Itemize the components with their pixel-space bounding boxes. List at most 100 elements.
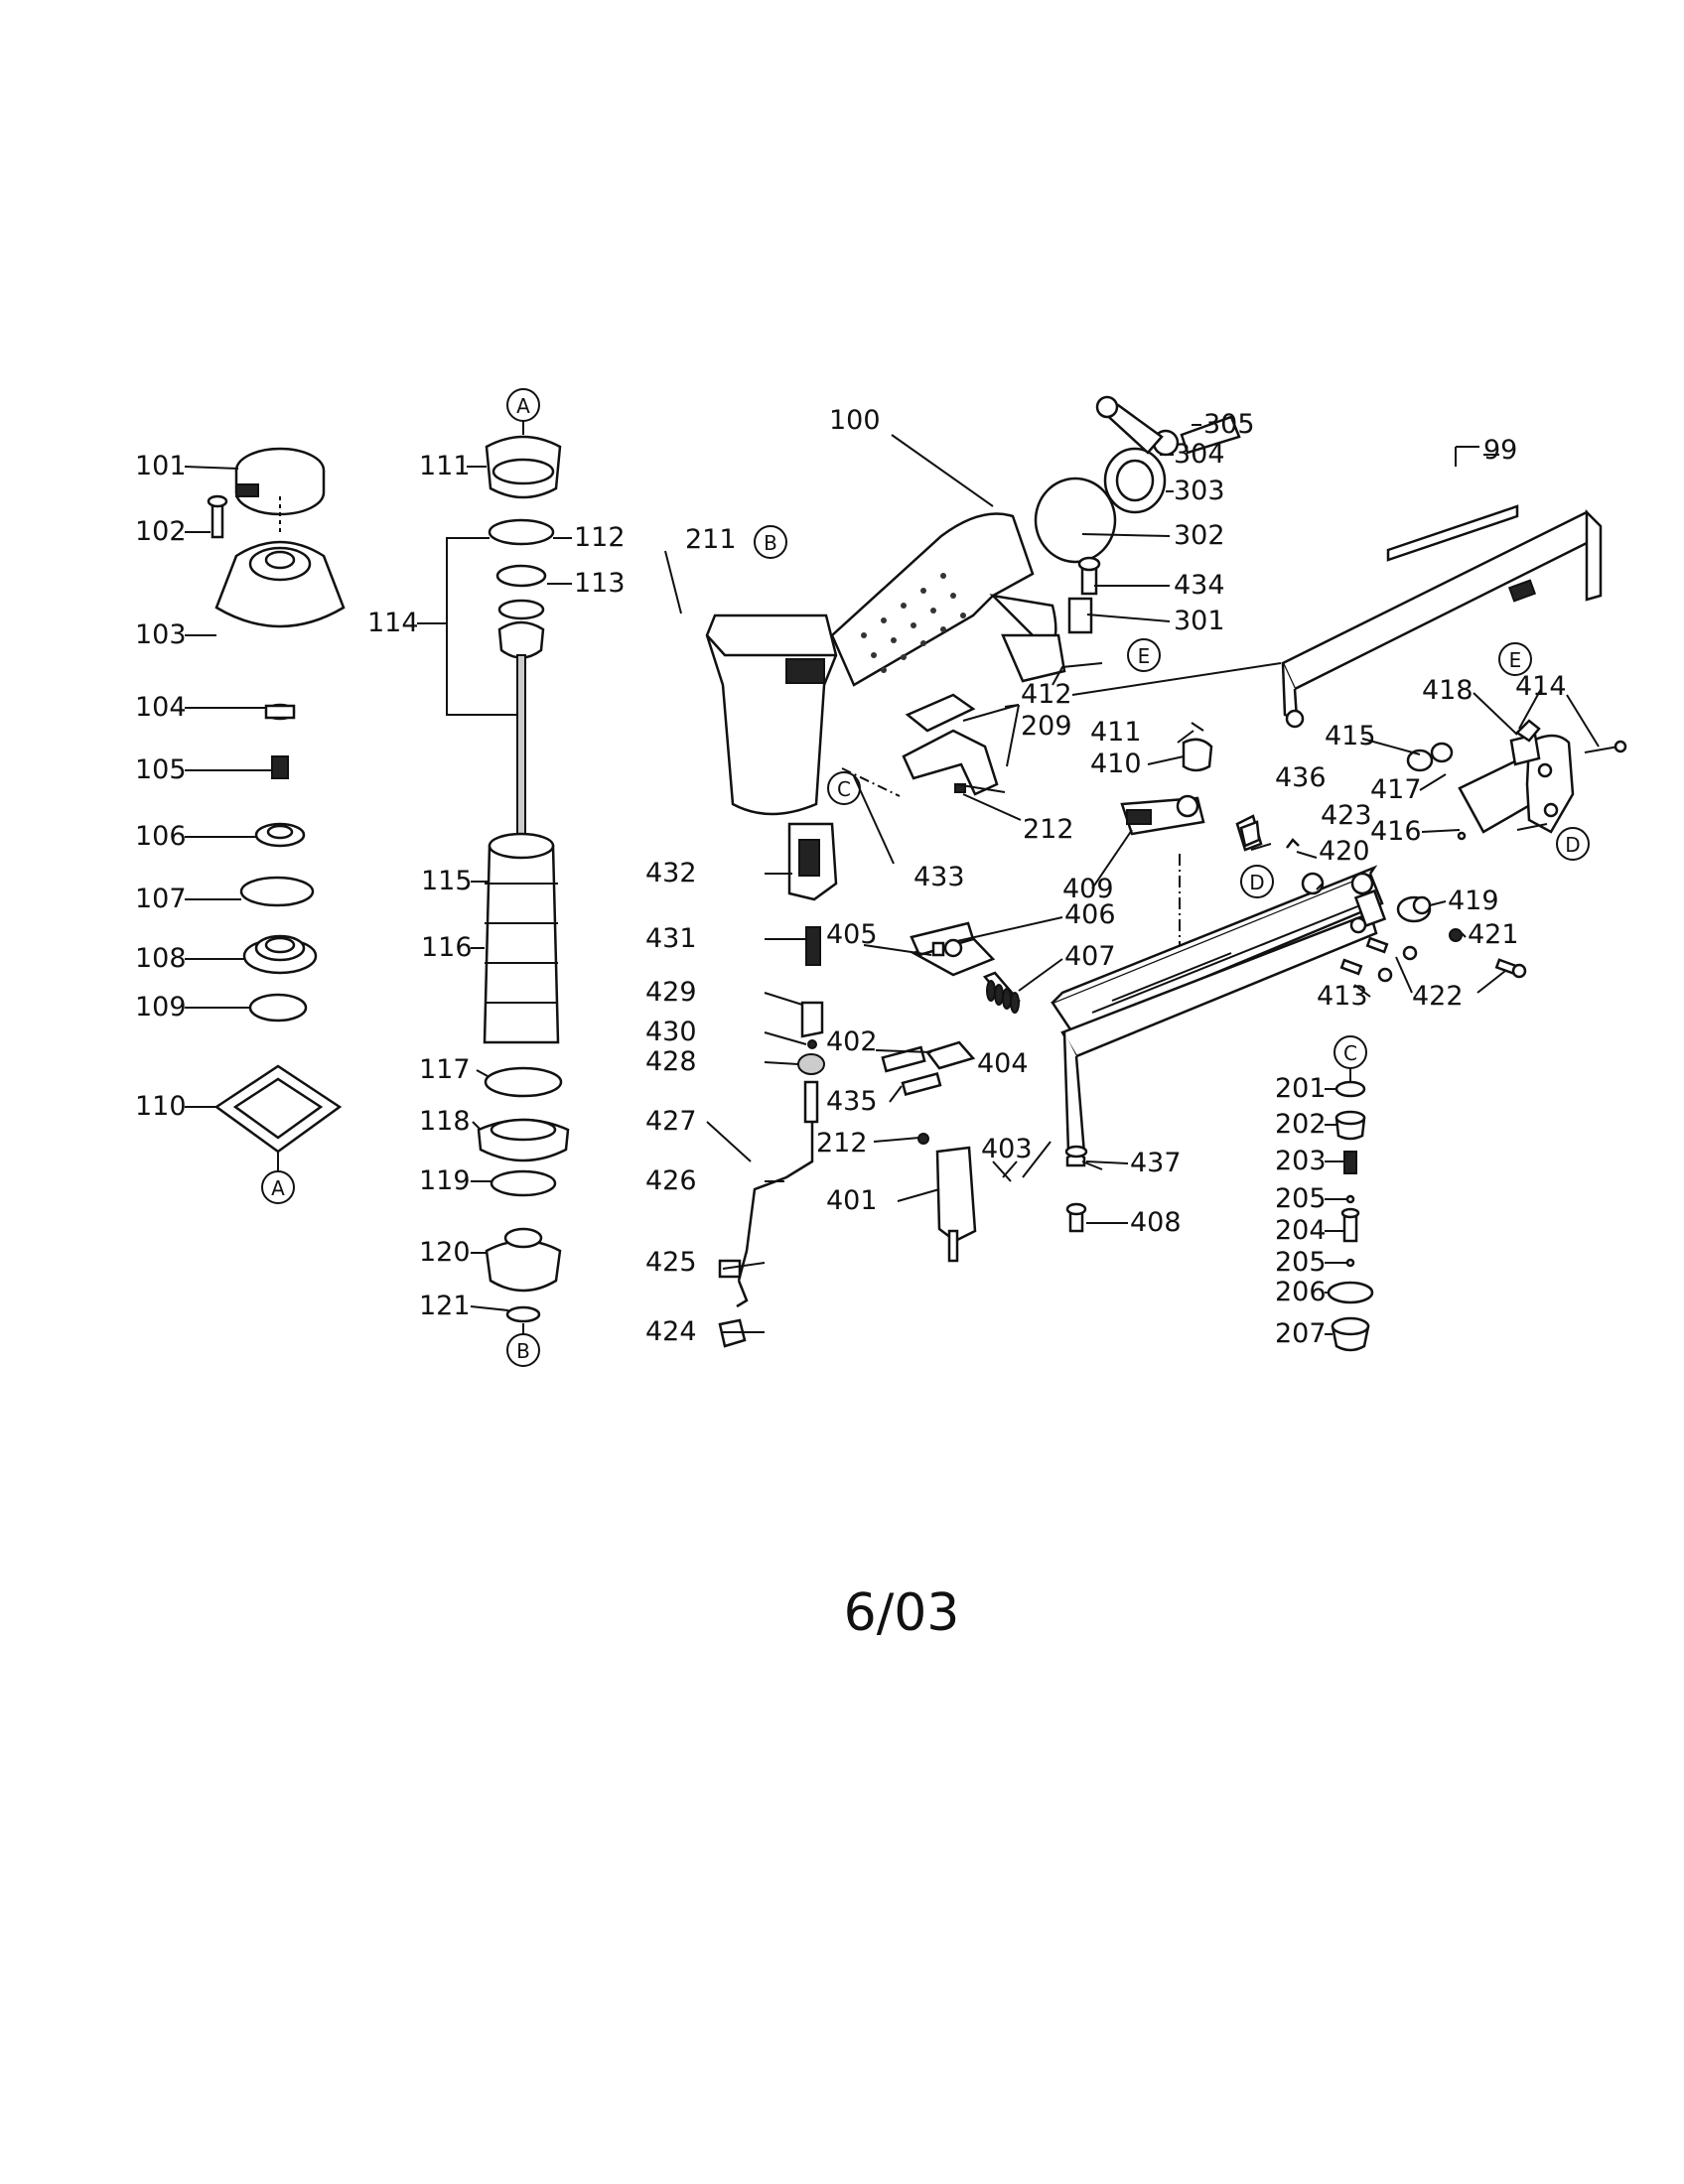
- label-434: 434: [1174, 570, 1225, 601]
- label-104: 104: [135, 692, 187, 723]
- label-406: 406: [1064, 899, 1116, 930]
- label-212b: 212: [816, 1128, 868, 1159]
- spring-407: [986, 980, 1020, 1014]
- label-110: 110: [135, 1091, 187, 1122]
- label-99: 99: [1483, 435, 1517, 466]
- label-106: 106: [135, 821, 187, 852]
- label-107: 107: [135, 884, 187, 914]
- label-407: 407: [1064, 941, 1116, 972]
- label-303: 303: [1174, 476, 1225, 506]
- label-418: 418: [1422, 675, 1474, 706]
- label-437: 437: [1130, 1148, 1182, 1178]
- label-111: 111: [419, 451, 471, 481]
- label-101: 101: [135, 451, 187, 481]
- label-206: 206: [1275, 1277, 1327, 1307]
- label-302: 302: [1174, 520, 1225, 551]
- label-114: 114: [367, 608, 419, 638]
- ref-b-top: B: [764, 531, 777, 555]
- label-422: 422: [1412, 981, 1464, 1012]
- ref-e-top: E: [1509, 648, 1522, 672]
- label-301: 301: [1174, 606, 1225, 636]
- label-432: 432: [645, 858, 697, 888]
- label-116: 116: [421, 932, 473, 963]
- safety-parts: [881, 693, 1263, 1263]
- leader-lines: [184, 424, 1600, 1335]
- cylinder-assembly: [477, 421, 570, 1335]
- grip-pattern: [861, 573, 966, 673]
- part-labels: 99 100 101 102 103 104 105 106 107 108 1…: [135, 405, 1567, 1349]
- label-119: 119: [419, 1165, 471, 1196]
- label-201: 201: [1275, 1073, 1327, 1104]
- label-411: 411: [1090, 717, 1142, 748]
- label-211: 211: [685, 524, 737, 555]
- tool-body: [705, 395, 1241, 816]
- label-113: 113: [574, 568, 626, 599]
- label-408: 408: [1130, 1207, 1182, 1238]
- label-417: 417: [1370, 774, 1422, 805]
- label-433: 433: [913, 862, 965, 892]
- label-112: 112: [574, 522, 626, 553]
- label-118: 118: [419, 1106, 471, 1137]
- trigger-parts: [718, 767, 901, 1348]
- ref-c-top: C: [1343, 1041, 1357, 1065]
- label-425: 425: [645, 1247, 697, 1278]
- label-203: 203: [1275, 1146, 1327, 1176]
- ref-e-mid: E: [1138, 644, 1151, 668]
- label-108: 108: [135, 943, 187, 974]
- label-102: 102: [135, 516, 187, 547]
- label-207: 207: [1275, 1318, 1327, 1349]
- label-204: 204: [1275, 1215, 1327, 1246]
- label-428: 428: [645, 1046, 697, 1077]
- label-409: 409: [1062, 874, 1114, 904]
- label-105: 105: [135, 754, 187, 785]
- label-305: 305: [1203, 409, 1255, 440]
- reference-markers: A A B B C C D D E E: [261, 388, 1590, 1367]
- label-304: 304: [1174, 439, 1225, 470]
- ref-d-right: D: [1565, 833, 1580, 857]
- label-435: 435: [826, 1086, 878, 1117]
- label-117: 117: [419, 1054, 471, 1085]
- label-209: 209: [1021, 711, 1072, 742]
- label-405: 405: [826, 919, 878, 950]
- ref-d-mid: D: [1249, 871, 1264, 894]
- label-120: 120: [419, 1237, 471, 1268]
- label-426: 426: [645, 1165, 697, 1196]
- label-431: 431: [645, 923, 697, 954]
- label-436: 436: [1275, 762, 1327, 793]
- ref-c-mid: C: [837, 777, 851, 801]
- footer-date: 6/03: [844, 1583, 960, 1643]
- label-404: 404: [977, 1048, 1029, 1079]
- ref-a-bottom: A: [271, 1176, 285, 1200]
- label-103: 103: [135, 619, 187, 650]
- label-415: 415: [1325, 721, 1376, 751]
- label-420: 420: [1319, 836, 1370, 867]
- label-412: 412: [1021, 679, 1072, 710]
- label-212a: 212: [1023, 814, 1074, 845]
- label-421: 421: [1468, 919, 1519, 950]
- label-205b: 205: [1275, 1247, 1327, 1278]
- label-205a: 205: [1275, 1183, 1327, 1214]
- label-401: 401: [826, 1185, 878, 1216]
- ref-b-bottom: B: [516, 1339, 530, 1363]
- label-115: 115: [421, 866, 473, 896]
- label-403: 403: [981, 1134, 1033, 1164]
- cap-assembly: [207, 447, 346, 1171]
- label-414: 414: [1515, 671, 1567, 702]
- pusher-parts: [1286, 719, 1627, 983]
- ref-a-top: A: [516, 394, 530, 418]
- magazine: [1051, 446, 1603, 1156]
- trigger-valve: [1064, 1080, 1374, 1352]
- label-109: 109: [135, 992, 187, 1023]
- label-402: 402: [826, 1026, 878, 1057]
- label-100: 100: [829, 405, 881, 436]
- label-423: 423: [1321, 800, 1372, 831]
- label-427: 427: [645, 1106, 697, 1137]
- label-424: 424: [645, 1316, 697, 1347]
- label-413: 413: [1317, 981, 1368, 1012]
- label-419: 419: [1448, 886, 1499, 916]
- label-430: 430: [645, 1017, 697, 1047]
- label-121: 121: [419, 1291, 471, 1321]
- label-410: 410: [1090, 749, 1142, 779]
- label-416: 416: [1370, 816, 1422, 847]
